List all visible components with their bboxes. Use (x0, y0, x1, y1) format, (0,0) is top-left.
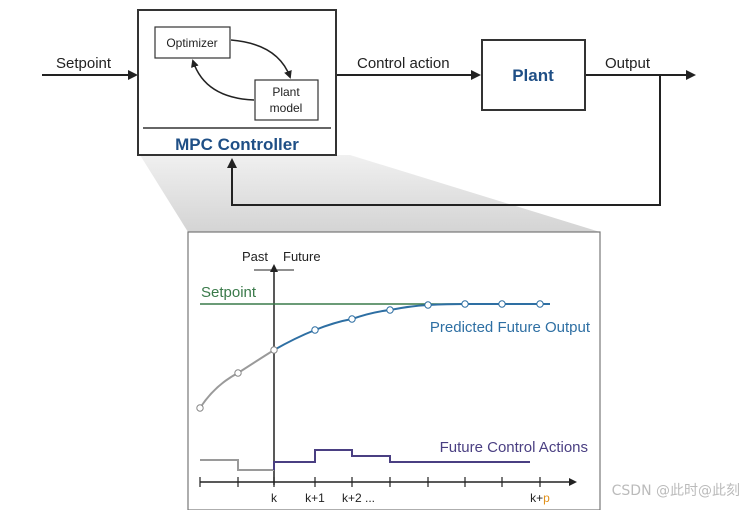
plant-box (481, 39, 586, 111)
plant-model-box (254, 79, 319, 121)
past-sample-point (196, 404, 204, 412)
inset-setpoint-label: Setpoint (201, 284, 257, 301)
optimizer-to-model-arrow (230, 39, 292, 79)
future-label: Future (283, 249, 321, 264)
predicted-sample-point (536, 300, 544, 308)
predicted-sample-point (348, 315, 356, 323)
tick-label-p-part: p (543, 491, 550, 505)
plant-model-label-line1: Plant (272, 85, 300, 99)
tick-label-k: k (271, 491, 278, 505)
predicted-sample-point (311, 326, 319, 334)
prediction-inset (187, 231, 601, 510)
predicted-output-samples (311, 300, 544, 334)
model-to-optimizer-arrow (191, 59, 255, 101)
past-output-samples (196, 346, 278, 412)
time-axis-ticks (199, 477, 541, 487)
controller-title: MPC Controller (175, 135, 299, 154)
watermark: CSDN @此时@此刻 (611, 483, 740, 499)
past-sample-point (234, 369, 242, 377)
predicted-sample-point (386, 306, 394, 314)
setpoint-label: Setpoint (56, 55, 112, 72)
future-control-actions (273, 449, 530, 470)
predicted-sample-point (461, 300, 469, 308)
zoom-projection (140, 155, 600, 232)
optimizer-box (154, 26, 231, 59)
plant-model-label-line2: model (270, 101, 303, 115)
tick-label-k-plus-1: k+1 (305, 491, 325, 505)
predicted-sample-point (498, 300, 506, 308)
control-actions-label: Future Control Actions (440, 439, 588, 456)
tick-label-k-plus-2: k+2 ... (342, 491, 375, 505)
predicted-sample-point (424, 301, 432, 309)
predicted-output-label: Predicted Future Output (430, 319, 591, 336)
output-label: Output (605, 55, 651, 72)
tick-label-k-plus-part: k+ (530, 491, 543, 505)
plant-label: Plant (512, 66, 554, 85)
tick-label-k-plus-p: k+p (530, 491, 550, 505)
past-control-actions (200, 459, 274, 471)
control-action-label: Control action (357, 55, 450, 72)
past-label: Past (242, 249, 268, 264)
feedback-line (227, 75, 661, 206)
optimizer-label: Optimizer (166, 36, 217, 50)
current-sample-point (270, 346, 278, 354)
